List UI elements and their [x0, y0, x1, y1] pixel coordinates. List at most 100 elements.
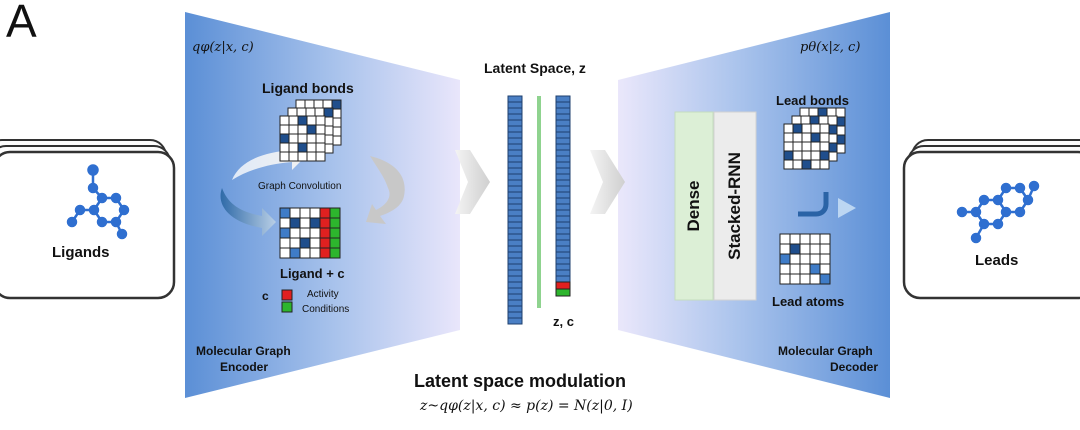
- latent-zc-cell: [555, 155, 571, 163]
- ligand-c-matrix-cell: [319, 237, 331, 249]
- legend-activity-swatch: [281, 289, 293, 301]
- ligand-c-matrix-cell: [319, 227, 331, 239]
- ligand-bond-matrix-cell: [288, 142, 299, 153]
- ligand-bond-matrix-cell: [288, 151, 299, 162]
- lead-bond-matrix-cell: [819, 123, 830, 134]
- lead-bond-matrix-cell: [819, 159, 830, 170]
- latent-zc-cell: [555, 95, 571, 103]
- ligand-bond-matrix-cell: [279, 115, 290, 126]
- ligand-bond-matrix-cell: [306, 151, 317, 162]
- latent-space-title: Latent Space, z: [484, 60, 586, 76]
- encoder-name-line1: Molecular Graph: [196, 344, 291, 358]
- latent-z-cell: [507, 275, 523, 283]
- latent-zc-cell: [555, 137, 571, 145]
- latent-z-cell: [507, 143, 523, 151]
- lead-bond-matrix-cell: [801, 141, 812, 152]
- ligand-bond-matrix-cell: [315, 151, 326, 162]
- latent-z-cell: [507, 185, 523, 193]
- ligand-c-matrix-cell: [329, 247, 341, 259]
- latent-zc-cell: [555, 119, 571, 127]
- ligand-c-matrix-cell: [279, 227, 291, 239]
- latent-to-decoder-arrow: [590, 150, 625, 214]
- latent-z-cell: [507, 173, 523, 181]
- ligand-c-matrix-cell: [329, 207, 341, 219]
- latent-zc-cell: [555, 257, 571, 265]
- latent-z-cell: [507, 263, 523, 271]
- lead-bond-matrix-cell: [810, 132, 821, 143]
- latent-z-cell: [507, 287, 523, 295]
- ligand-bond-matrix-cell: [306, 142, 317, 153]
- lead-bond-matrix-cell: [810, 150, 821, 161]
- latent-z-cell: [507, 125, 523, 133]
- cycle-arrow-bottom-icon: [220, 188, 276, 236]
- ligand-bond-matrix-cell: [279, 142, 290, 153]
- latent-zc-label: z, c: [553, 314, 574, 329]
- latent-z-cell: [507, 137, 523, 145]
- latent-conditions-cell: [555, 288, 571, 297]
- ligand-bond-matrix-cell: [306, 124, 317, 135]
- lead-atom-matrix-cell: [789, 243, 801, 255]
- decoder-connector-icon: [798, 192, 829, 217]
- lead-atom-matrix-cell: [789, 233, 801, 245]
- ligand-bond-matrix-cell: [297, 124, 308, 135]
- latent-zc-cell: [555, 179, 571, 187]
- latent-zc-cell: [555, 161, 571, 169]
- lead-bond-matrix-cell: [792, 123, 803, 134]
- ligand-bond-matrix-cell: [315, 133, 326, 144]
- ligand-c-matrix-cell: [309, 247, 321, 259]
- lead-bond-matrix-cell: [792, 141, 803, 152]
- latent-z-cell: [507, 311, 523, 319]
- lead-atom-matrix-cell: [819, 233, 831, 245]
- latent-z-cell: [507, 281, 523, 289]
- lead-molecule-icon: [956, 180, 1040, 244]
- ligand-c-matrix-cell: [319, 217, 331, 229]
- decoder-formula: pθ(x|z, c): [800, 40, 861, 55]
- lead-bond-matrix-cell: [810, 141, 821, 152]
- latent-z-cell: [507, 239, 523, 247]
- latent-zc-cell: [555, 239, 571, 247]
- lead-atom-matrix-cell: [779, 273, 791, 285]
- lead-atom-matrix-cell: [819, 273, 831, 285]
- ligand-bonds-title: Ligand bonds: [262, 80, 354, 96]
- ligand-c-matrix-cell: [279, 207, 291, 219]
- lead-atom-matrix-cell: [809, 273, 821, 285]
- latent-zc-cell: [555, 203, 571, 211]
- lead-bonds-title: Lead bonds: [776, 93, 849, 108]
- latent-z-cell: [507, 113, 523, 121]
- ligand-c-matrix-cell: [279, 237, 291, 249]
- latent-zc-cell: [555, 101, 571, 109]
- dense-layer: [674, 111, 714, 301]
- latent-zc-cell: [555, 245, 571, 253]
- ligand-bond-matrix-cell: [288, 124, 299, 135]
- lead-bond-matrix-cell: [801, 132, 812, 143]
- latent-zc-cell: [555, 221, 571, 229]
- lead-bond-matrix-cell: [801, 123, 812, 134]
- ligand-bond-matrix-cell: [288, 115, 299, 126]
- latent-zc-cell: [555, 215, 571, 223]
- ligand-bond-matrix-cell: [279, 124, 290, 135]
- latent-z-cell: [507, 107, 523, 115]
- lead-atom-matrix-cell: [819, 243, 831, 255]
- latent-zc-cell: [555, 233, 571, 241]
- bottom-equation: z~qφ(z|x, c) ≈ p(z) = N(z|0, I): [420, 398, 633, 414]
- latent-z-cell: [507, 257, 523, 265]
- latent-z-cell: [507, 227, 523, 235]
- cycle-arrow-right-icon: [366, 156, 405, 224]
- leads-card: [902, 139, 1080, 300]
- decoder-output-arrow-icon: [838, 198, 856, 218]
- latent-activity-cell: [555, 281, 571, 290]
- lead-atom-matrix-cell: [789, 263, 801, 275]
- lead-atom-matrix-cell: [799, 253, 811, 265]
- lead-atom-matrix-cell: [779, 253, 791, 265]
- lead-atom-matrix-cell: [819, 253, 831, 265]
- ligand-bond-matrix-cell: [315, 124, 326, 135]
- lead-atom-matrix-cell: [779, 243, 791, 255]
- latent-zc-cell: [555, 197, 571, 205]
- latent-zc-cell: [555, 227, 571, 235]
- lead-bond-matrix-cell: [792, 150, 803, 161]
- ligand-c-matrix-cell: [299, 207, 311, 219]
- ligand-bond-matrix-cell: [288, 133, 299, 144]
- ligand-molecule-icon: [66, 164, 130, 240]
- encoder-name-line2: Encoder: [220, 360, 269, 374]
